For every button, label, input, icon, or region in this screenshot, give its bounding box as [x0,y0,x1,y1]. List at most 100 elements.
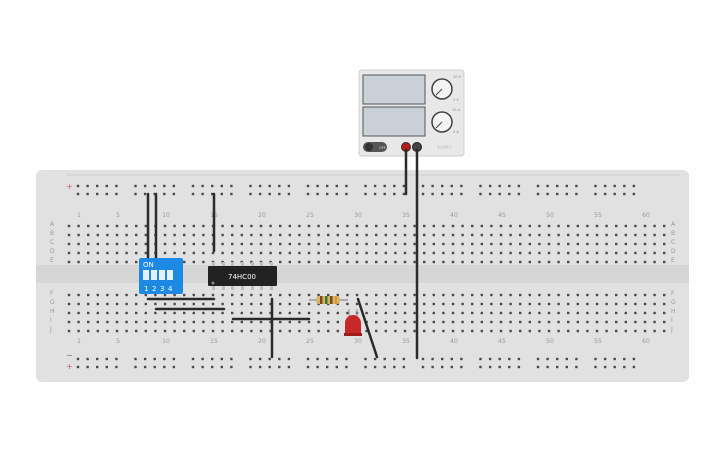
breadboard-hole [201,357,204,361]
breadboard [36,170,689,382]
dip-on-label: ON [143,261,154,269]
breadboard-hole [115,192,118,196]
breadboard-hole [383,192,386,196]
breadboard-hole [613,365,616,369]
breadboard-hole [393,365,396,369]
breadboard-hole [460,192,463,196]
ic-chip[interactable]: 74HC00 [208,262,277,290]
breadboard-hole [135,302,138,306]
breadboard-hole [307,251,311,255]
breadboard-hole [441,365,444,369]
breadboard-hole [134,184,137,188]
breadboard-holes[interactable] [67,184,666,369]
breadboard-hole [653,251,656,255]
breadboard-hole [421,357,425,361]
led[interactable] [344,309,362,336]
breadboard-hole [556,184,559,188]
breadboard-hole [115,329,119,333]
svg-text:40: 40 [450,338,458,345]
breadboard-hole [538,311,541,315]
breadboard-hole [307,293,311,297]
breadboard-hole [576,329,579,333]
breadboard-hole [653,260,656,264]
breadboard-hole [96,184,99,188]
breadboard-hole [393,184,396,188]
breadboard-hole [557,260,560,264]
svg-text:G: G [50,299,55,306]
dip-toggle-3[interactable] [159,270,165,280]
dip-toggle-2[interactable] [151,270,157,280]
breadboard-hole [96,224,99,228]
breadboard-hole [67,233,71,237]
breadboard-hole [423,302,426,306]
breadboard-hole [546,357,549,361]
breadboard-hole [230,184,233,188]
dip-toggle-1[interactable] [143,270,149,280]
breadboard-hole [231,302,234,306]
breadboard-hole [519,311,522,315]
breadboard-hole [528,251,531,255]
breadboard-hole [306,184,310,188]
breadboard-hole [471,242,474,246]
svg-text:1: 1 [77,212,81,219]
breadboard-hole [192,329,195,333]
breadboard-hole [202,260,205,264]
breadboard-hole [595,224,599,228]
breadboard-hole [96,302,99,306]
breadboard-hole [87,311,90,315]
resistor[interactable] [309,296,348,304]
breadboard-hole [403,233,407,237]
breadboard-hole [413,311,416,315]
breadboard-hole [288,311,291,315]
breadboard-hole [154,320,157,324]
breadboard-hole [336,224,339,228]
breadboard-hole [538,251,541,255]
breadboard-hole [565,192,568,196]
breadboard-hole [556,192,559,196]
breadboard-hole [480,329,483,333]
wires[interactable] [146,148,419,360]
dip-toggle-4[interactable] [167,270,173,280]
breadboard-hole [336,311,339,315]
breadboard-hole [221,320,224,324]
breadboard-hole [480,302,483,306]
breadboard-hole [634,224,637,228]
breadboard-hole [615,311,618,315]
svg-text:45: 45 [498,338,506,345]
dip-switch[interactable]: ON 1 2 3 4 [139,258,183,294]
breadboard-hole [67,302,71,306]
breadboard-hole [623,192,626,196]
breadboard-hole [173,242,176,246]
breadboard-hole [586,224,589,228]
breadboard-hole [403,311,407,315]
breadboard-hole [183,224,186,228]
breadboard-hole [144,293,147,297]
breadboard-hole [394,320,397,324]
breadboard-hole [653,293,656,297]
breadboard-hole [442,302,445,306]
breadboard-hole [202,329,205,333]
breadboard-hole [77,302,80,306]
breadboard-hole [317,260,320,264]
breadboard-hole [335,184,338,188]
breadboard-hole [509,260,512,264]
svg-text:60: 60 [642,338,650,345]
breadboard-hole [586,320,589,324]
breadboard-hole [402,357,406,361]
breadboard-hole [403,260,407,264]
breadboard-hole [259,320,263,324]
breadboard-hole [488,365,492,369]
wire-led-ground [356,297,379,359]
breadboard-hole [624,242,627,246]
breadboard-hole [432,224,435,228]
breadboard-hole [134,365,137,369]
breadboard-hole [519,302,522,306]
breadboard-hole [634,260,637,264]
breadboard-hole [115,311,119,315]
breadboard-hole [441,192,444,196]
power-supply[interactable]: 20 V 0 V 10 A 0 A OFF SUPPLY [358,69,465,157]
breadboard-hole [96,293,99,297]
breadboard-hole [403,329,407,333]
breadboard-hole [106,233,109,237]
breadboard-hole [86,184,89,188]
